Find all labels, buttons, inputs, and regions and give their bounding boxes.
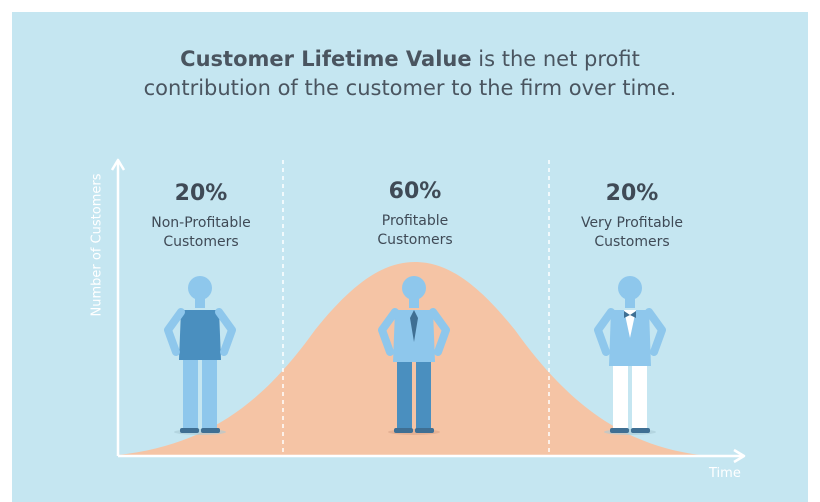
segment-label-line1: Non-Profitable xyxy=(151,215,251,231)
y-axis-arrow xyxy=(110,158,126,171)
headline-bold: Customer Lifetime Value xyxy=(180,47,472,71)
x-axis-arrow xyxy=(733,448,746,464)
segment-label-line1: Profitable xyxy=(381,213,449,229)
segment-percent: 20% xyxy=(174,181,228,206)
segment-label-line1: Very Profitable xyxy=(580,215,684,231)
segment-non-profitable: 20% Non-Profitable Customers xyxy=(130,180,272,252)
headline: Customer Lifetime Value is the net profi… xyxy=(0,45,820,103)
casual-person-icon xyxy=(164,276,236,435)
segment-percent: 60% xyxy=(388,179,442,204)
segment-very-profitable: 20% Very Profitable Customers xyxy=(561,180,703,252)
suit-person-icon xyxy=(594,276,666,435)
segment-label-line2: Customers xyxy=(594,234,670,250)
segment-percent: 20% xyxy=(605,181,659,206)
tie-person-icon xyxy=(378,276,450,435)
y-axis-label: Number of Customers xyxy=(89,173,105,317)
segment-label-line2: Customers xyxy=(377,232,453,248)
headline-line2: contribution of the customer to the firm… xyxy=(143,76,677,100)
x-axis-label: Time xyxy=(709,466,741,481)
segment-label-line2: Customers xyxy=(163,234,239,250)
headline-rest: is the net profit xyxy=(471,47,640,71)
segment-profitable: 60% Profitable Customers xyxy=(344,178,486,250)
